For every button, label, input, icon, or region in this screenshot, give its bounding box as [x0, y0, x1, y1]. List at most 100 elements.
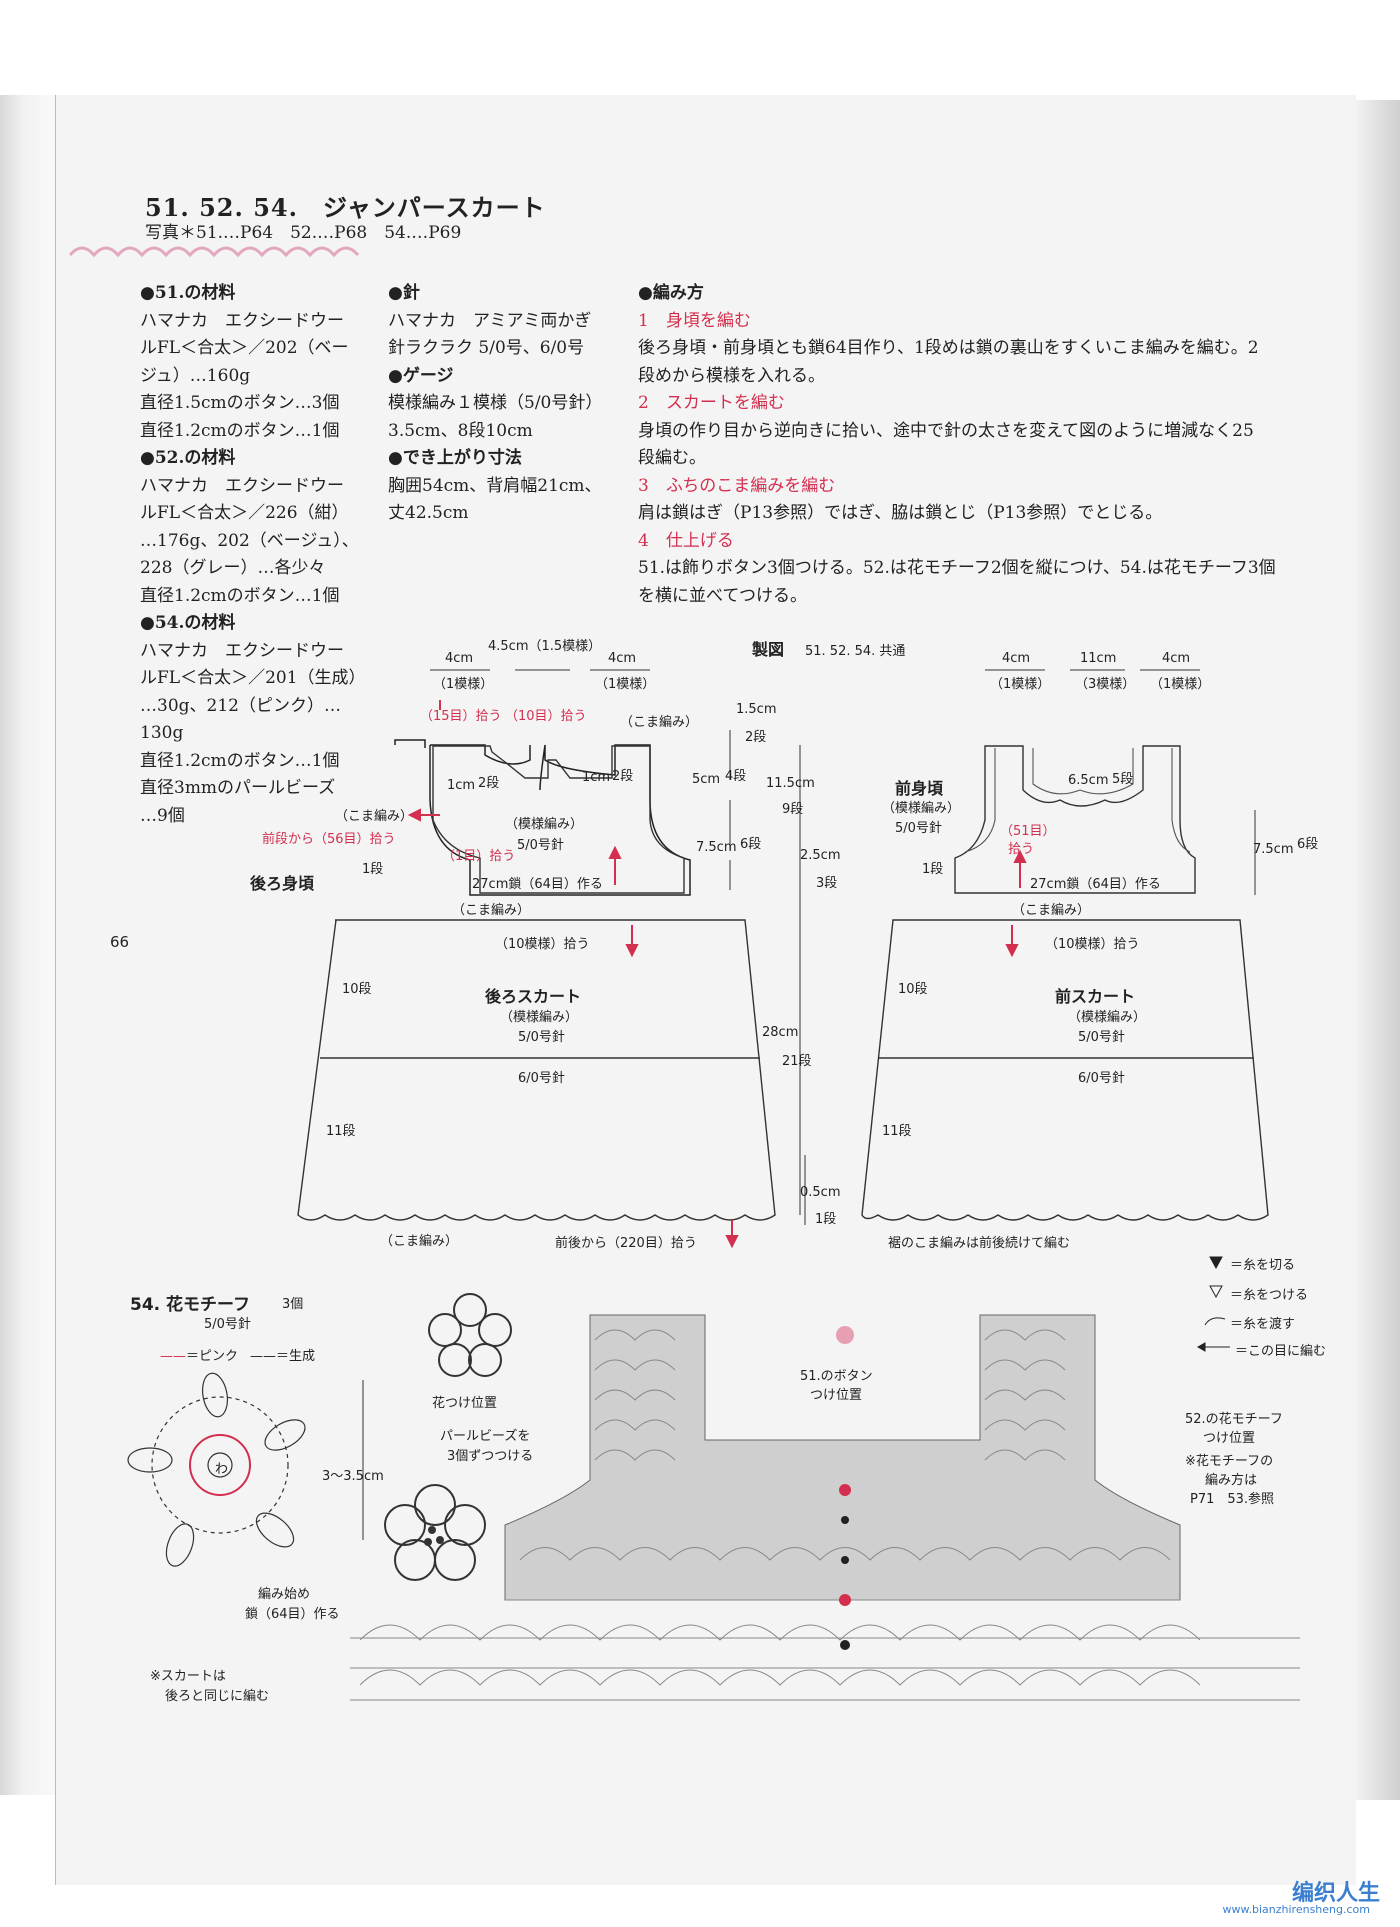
gauge-heading: ●ゲージ — [388, 365, 454, 386]
front-depth-65-rows: 5段 — [1112, 772, 1134, 787]
gauge-line: 模様編み１模様（5/0号針） — [388, 393, 603, 413]
start-note-2: 鎖（64目）作る — [245, 1607, 340, 1622]
step2-text: 身頃の作り目から逆向きに拾い、途中で針の太さを変えて図のように増減なく25 — [638, 420, 1254, 441]
back-depth-1b-rows: 2段 — [612, 769, 634, 784]
legend-join: ＝糸をつける — [1230, 1288, 1309, 1303]
gauge-line: 3.5cm、8段10cm — [388, 420, 533, 441]
flower-icon-outline — [428, 1293, 512, 1377]
front-pick-51: （51目） — [1000, 824, 1056, 839]
back-depth-75: 7.5cm — [696, 840, 737, 855]
motif53-label-3: P71 53.参照 — [1190, 1492, 1275, 1507]
button51-label-1: 51.のボタン — [800, 1369, 873, 1384]
back-depth-1a: 1cm — [447, 778, 476, 793]
motif52-label-2: つけ位置 — [1203, 1431, 1256, 1446]
size-line: 胸囲54cm、背肩幅21cm、 — [388, 475, 602, 496]
m54-line: 直径1.2cmのボタン…1個 — [140, 750, 340, 771]
front-skirt-rows-11: 11段 — [882, 1124, 912, 1139]
back-depth-25-rows: 3段 — [816, 876, 838, 891]
m54-line: ハマナカ エクシードウー — [140, 640, 344, 661]
step1-title: 1 身頃を編む — [638, 310, 751, 331]
m51-line: ルFL＜合太＞／202（ベー — [140, 338, 349, 358]
front-bodice-label: 前身頃 — [895, 779, 944, 798]
m52-line: ハマナカ エクシードウー — [140, 475, 344, 496]
back-skirt-rows-11: 11段 — [326, 1124, 356, 1139]
m54-line: …30g、212（ピンク）… — [140, 695, 341, 716]
beads-note-1: パールビーズを — [440, 1429, 531, 1444]
front-depth-75: 7.5cm — [1253, 842, 1294, 857]
needle-heading: ●針 — [388, 283, 420, 303]
step2-title: 2 スカートを編む — [638, 393, 785, 413]
motif-size: 3〜3.5cm — [322, 1469, 384, 1484]
m54-line: 130g — [140, 723, 184, 743]
back-pattern: （模様編み） — [505, 817, 584, 832]
back-skirt-pick: （10模様）拾う — [495, 937, 590, 952]
back-depth-25: 2.5cm — [800, 848, 841, 863]
back-skirt-depth-05: 0.5cm — [800, 1185, 841, 1200]
motif-needle: 5/0号針 — [204, 1317, 251, 1332]
stitch-skirt-rows — [350, 1599, 1300, 1701]
m54-line: 直径3mmのパールビーズ — [140, 778, 336, 798]
m51-heading: ●51.の材料 — [140, 283, 236, 303]
front-chain: 27cm鎖（64目）作る — [1030, 877, 1161, 892]
step2-text: 段編む。 — [638, 448, 706, 468]
back-needle: 5/0号針 — [517, 838, 564, 853]
front-koma: （こま編み） — [1012, 903, 1091, 918]
back-bodice-shape — [432, 745, 685, 894]
back-width-4a: 4cm — [445, 651, 474, 666]
back-skirt-depth-28: 28cm — [762, 1025, 799, 1040]
direction-arrows — [407, 700, 1027, 1249]
needle-line: ハマナカ アミアミ両かぎ — [388, 310, 592, 331]
m54-line: ルFL＜合太＞／201（生成） — [140, 668, 366, 688]
front-width-11: 11cm — [1080, 651, 1117, 666]
back-skirt-rows-10: 10段 — [342, 982, 372, 997]
back-depth-15: 1.5cm — [736, 702, 777, 717]
flower-position-label: 花つけ位置 — [432, 1396, 498, 1411]
motif-title: 54. 花モチーフ — [130, 1295, 251, 1315]
front-width-4b-motif: （1模様） — [1150, 677, 1211, 692]
m52-line: 228（グレー）…各少々 — [140, 558, 326, 578]
beads-note-2: 3個ずつつける — [447, 1449, 534, 1464]
step3-title: 3 ふちのこま編みを編む — [638, 475, 836, 496]
back-depth-1a-rows: 2段 — [478, 776, 500, 791]
back-width-4a-motif: （1模様） — [433, 677, 494, 692]
back-pick-1: （1目）拾う — [442, 849, 516, 864]
motif-center-ring: わ — [215, 1462, 229, 1477]
front-width-4b: 4cm — [1162, 651, 1191, 666]
m51-line: 直径1.5cmのボタン…3個 — [140, 393, 340, 413]
back-koma-3: （こま編み） — [452, 903, 531, 918]
motif52-label-1: 52.の花モチーフ — [1185, 1412, 1283, 1427]
back-pick-15: （15目）拾う — [420, 709, 502, 724]
back-width-45: 4.5cm（1.5模様） — [488, 639, 602, 654]
back-skirt-pick-220: 前後から（220目）拾う — [555, 1236, 697, 1251]
photo-reference: 写真＊51.…P64 52.…P68 54.…P69 — [145, 223, 462, 243]
stitch-fans — [359, 1329, 1201, 1686]
front-width-4a: 4cm — [1002, 651, 1031, 666]
m54-heading: ●54.の材料 — [140, 613, 236, 633]
size-heading: ●でき上がり寸法 — [388, 448, 522, 468]
front-depth-65: 6.5cm — [1068, 773, 1109, 788]
back-pick-56: 前段から（56目）拾う — [262, 832, 396, 847]
step1-text: 後ろ身頃・前身頃とも鎖64目作り、1段めは鎖の裏山をすくいこま編みを編む。2 — [638, 338, 1259, 358]
chart-legend-symbols — [1196, 1256, 1230, 1352]
legend-ivory-label: ＝生成 — [276, 1349, 316, 1364]
back-width-4b-motif: （1模様） — [595, 677, 656, 692]
legend-carry: ＝糸を渡す — [1230, 1317, 1296, 1332]
back-bodice-label: 後ろ身頃 — [250, 874, 315, 893]
back-pick-10: （10目）拾う — [505, 709, 587, 724]
back-depth-15-rows: 2段 — [745, 730, 767, 745]
front-pick-51-b: 拾う — [1008, 842, 1035, 857]
button51-label-2: つけ位置 — [810, 1388, 863, 1403]
m52-line: …176g、202（ベージュ）、 — [140, 530, 359, 551]
skirt-note-2: 後ろと同じに編む — [165, 1689, 270, 1704]
m51-line: ハマナカ エクシードウー — [140, 310, 344, 331]
back-skirt-label: 後ろスカート — [485, 987, 582, 1006]
start-note-1: 編み始め — [258, 1587, 311, 1602]
watermark-url: www.bianzhirensheng.com — [1222, 1903, 1370, 1916]
step4-title: 4 仕上げる — [638, 530, 734, 551]
scallop-ribbon — [68, 246, 360, 258]
page-number: 66 — [110, 933, 130, 951]
button-marks — [840, 1516, 850, 1650]
tools-column: ●針 ハマナカ アミアミ両かぎ 針ラクラク 5/0号、6/0号 ●ゲージ 模様編… — [388, 280, 602, 528]
pink-yarn-marks — [836, 1326, 854, 1606]
back-depth-1b: 1cm — [582, 770, 611, 785]
